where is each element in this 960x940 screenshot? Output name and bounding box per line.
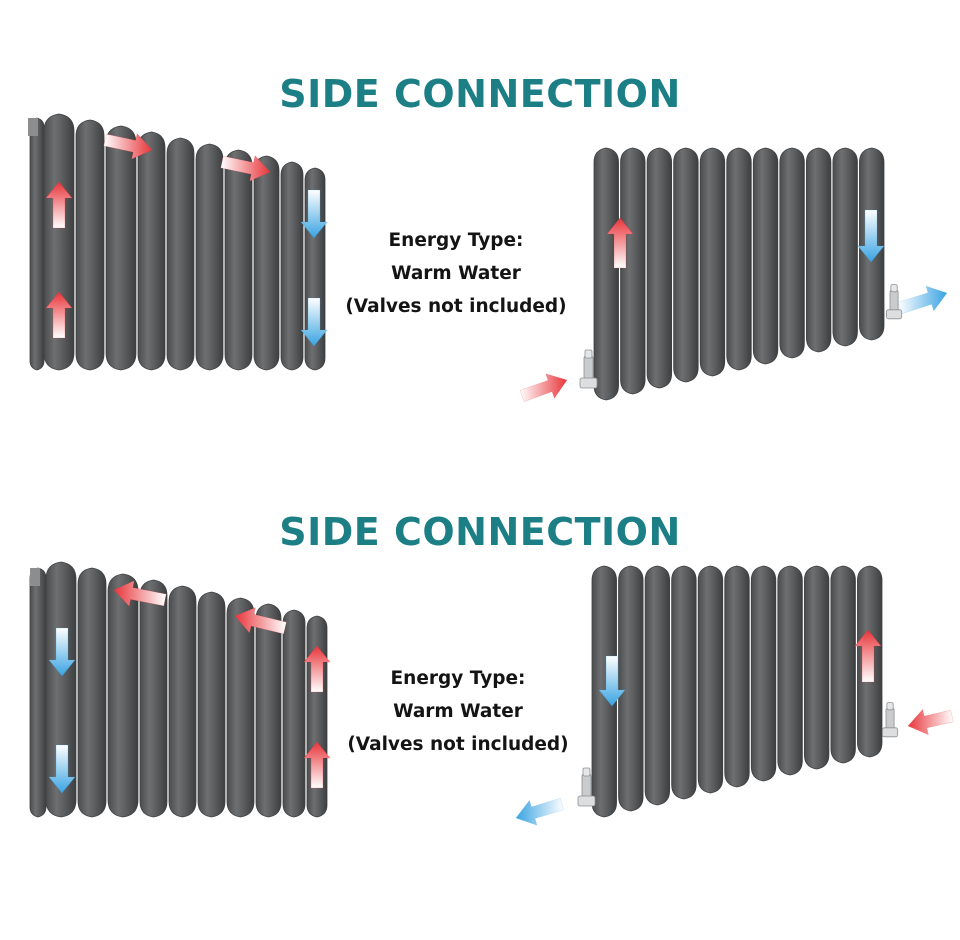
blue-arrow-icon (857, 209, 885, 263)
section-title-top: SIDE CONNECTION (279, 72, 681, 116)
radiator-column (224, 149, 253, 371)
valves-note: (Valves not included) (347, 734, 569, 755)
energy-info-top: Energy Type: Warm Water (Valves not incl… (326, 224, 586, 323)
red-arrow-icon (220, 155, 271, 182)
radiator-column (45, 561, 77, 818)
radiator-column (803, 565, 830, 770)
radiator-column (644, 565, 671, 806)
radiator-column (777, 565, 803, 776)
radiator-column (168, 585, 197, 818)
bracket (28, 118, 38, 136)
radiator-column (226, 597, 255, 818)
red-arrow-icon (907, 708, 954, 736)
energy-type-label: Energy Type: (388, 230, 524, 251)
radiator-column (197, 591, 226, 818)
blue-arrow-icon (515, 797, 565, 826)
radiator-top-right (593, 147, 885, 401)
radiator-column (29, 567, 47, 818)
radiator-column (195, 143, 224, 371)
blue-arrow-icon (300, 189, 328, 239)
radiator-column (618, 565, 644, 812)
red-arrow-icon (45, 181, 73, 229)
radiator-column (75, 119, 105, 371)
radiator-column (137, 131, 166, 371)
red-arrow-icon (303, 645, 331, 693)
blue-arrow-icon (48, 627, 76, 677)
radiator-column (593, 147, 619, 401)
blue-arrow-icon (598, 655, 626, 707)
radiator-column (699, 147, 726, 377)
radiator-column (620, 147, 646, 395)
energy-type-value: Warm Water (391, 263, 521, 284)
red-arrow-icon (45, 291, 73, 339)
energy-info-bottom: Energy Type: Warm Water (Valves not incl… (328, 662, 588, 761)
radiator-bottom-left (29, 561, 328, 818)
radiator-column (77, 567, 107, 818)
radiator-column (166, 137, 195, 371)
radiator-column (830, 565, 856, 764)
radiator-valve-icon (579, 349, 598, 389)
radiator-column (107, 573, 139, 818)
radiator-column (105, 125, 137, 371)
energy-type-label: Energy Type: (390, 668, 526, 689)
red-arrow-icon (234, 607, 287, 635)
valves-note: (Valves not included) (345, 296, 567, 317)
radiator-column (282, 609, 306, 818)
radiator-column (29, 117, 45, 371)
bracket (30, 568, 40, 586)
section-title-bottom: SIDE CONNECTION (279, 510, 681, 554)
radiator-top-left (29, 113, 326, 371)
radiator-column (805, 147, 832, 353)
radiator-column (646, 147, 673, 389)
blue-arrow-icon (300, 297, 328, 347)
radiator-column (139, 579, 168, 818)
radiator-column (671, 565, 697, 800)
radiator-bottom-right (591, 565, 883, 818)
red-arrow-icon (113, 580, 167, 607)
radiator-column (724, 565, 750, 788)
radiator-column (752, 147, 779, 365)
radiator-valve-icon (882, 702, 899, 738)
red-arrow-icon (103, 133, 153, 160)
radiator-column (280, 161, 304, 371)
red-arrow-icon (606, 217, 634, 269)
radiator-column (779, 147, 805, 359)
radiator-column (832, 147, 858, 347)
radiator-column (253, 155, 280, 371)
energy-type-value: Warm Water (393, 701, 523, 722)
blue-arrow-icon (897, 285, 948, 315)
red-arrow-icon (519, 373, 568, 402)
radiator-column (697, 565, 724, 794)
red-arrow-icon (854, 629, 882, 683)
radiator-column (750, 565, 777, 782)
radiator-column (255, 603, 282, 818)
blue-arrow-icon (48, 744, 76, 794)
red-arrow-icon (303, 741, 331, 789)
radiator-valve-icon (886, 284, 903, 320)
radiator-valve-icon (577, 767, 596, 807)
radiator-column (726, 147, 752, 371)
radiator-column (673, 147, 699, 383)
